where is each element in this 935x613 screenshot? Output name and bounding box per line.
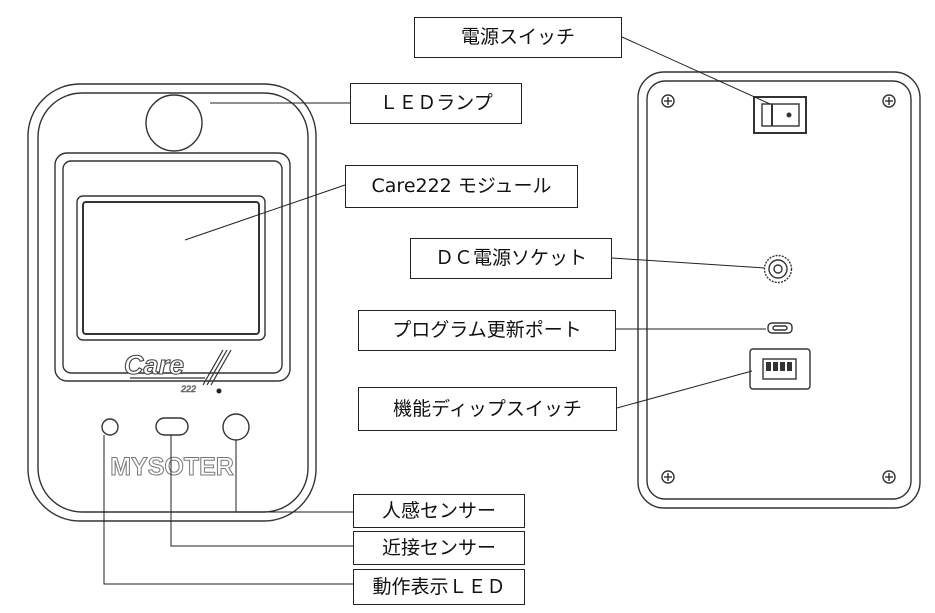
leader-dip-switch <box>616 370 753 409</box>
module-bezel-inner <box>62 160 283 374</box>
care-logo-sub: 222 <box>180 384 196 394</box>
front-view <box>27 83 317 522</box>
label-human-sensor: 人感センサー <box>353 494 525 528</box>
screw-top-left-icon <box>661 94 675 108</box>
front-inner-shell <box>37 92 309 513</box>
label-led-lamp: ＬＥＤランプ <box>350 83 522 124</box>
screw-bottom-left-icon <box>661 470 675 484</box>
label-program-port: プログラム更新ポート <box>358 310 616 351</box>
led-lamp <box>145 94 203 152</box>
label-module: Care222 モジュール <box>345 165 578 208</box>
program-port <box>767 322 793 334</box>
leader-human-sensor <box>235 440 353 513</box>
dip-switch <box>749 348 811 390</box>
label-power-switch: 電源スイッチ <box>414 17 622 58</box>
leader-dc-socket <box>611 257 765 269</box>
leader-module <box>184 184 346 241</box>
dc-socket-outer <box>763 254 793 284</box>
screw-top-right-icon <box>882 94 896 108</box>
leader-power-switch <box>621 36 771 105</box>
back-view <box>637 71 921 509</box>
status-led <box>101 418 119 436</box>
power-switch-dot <box>786 112 792 118</box>
module-window-outer <box>76 195 266 341</box>
power-switch <box>753 96 807 134</box>
dip-switch-toggles <box>766 362 792 371</box>
label-status-led: 動作表示ＬＥＤ <box>353 569 525 605</box>
leader-status-led <box>103 435 353 585</box>
program-port-slot <box>772 325 788 331</box>
human-sensor <box>222 413 250 441</box>
brand-text: MYSOTER <box>110 453 234 481</box>
front-outer-shell <box>27 83 317 522</box>
dip-switch-bank <box>762 358 797 380</box>
proximity-sensor <box>155 417 189 436</box>
care-logo: Care <box>124 350 184 380</box>
back-outer-shell <box>637 71 921 509</box>
module-bezel-outer <box>54 152 291 382</box>
label-dc-socket: ＤＣ電源ソケット <box>410 238 612 279</box>
dc-socket-mid <box>768 259 788 279</box>
module-window <box>82 201 260 335</box>
dc-socket-pin <box>773 264 783 274</box>
logo-dot <box>216 388 222 394</box>
screw-bottom-right-icon <box>882 470 896 484</box>
back-inner-shell <box>646 80 912 500</box>
label-proximity-sensor: 近接センサー <box>353 531 525 565</box>
power-switch-rocker <box>761 103 800 127</box>
logo-slash-marks <box>130 349 232 386</box>
leader-proximity-sensor <box>170 435 353 547</box>
leader-lines <box>103 36 771 585</box>
label-dip-switch: 機能ディップスイッチ <box>358 387 617 431</box>
